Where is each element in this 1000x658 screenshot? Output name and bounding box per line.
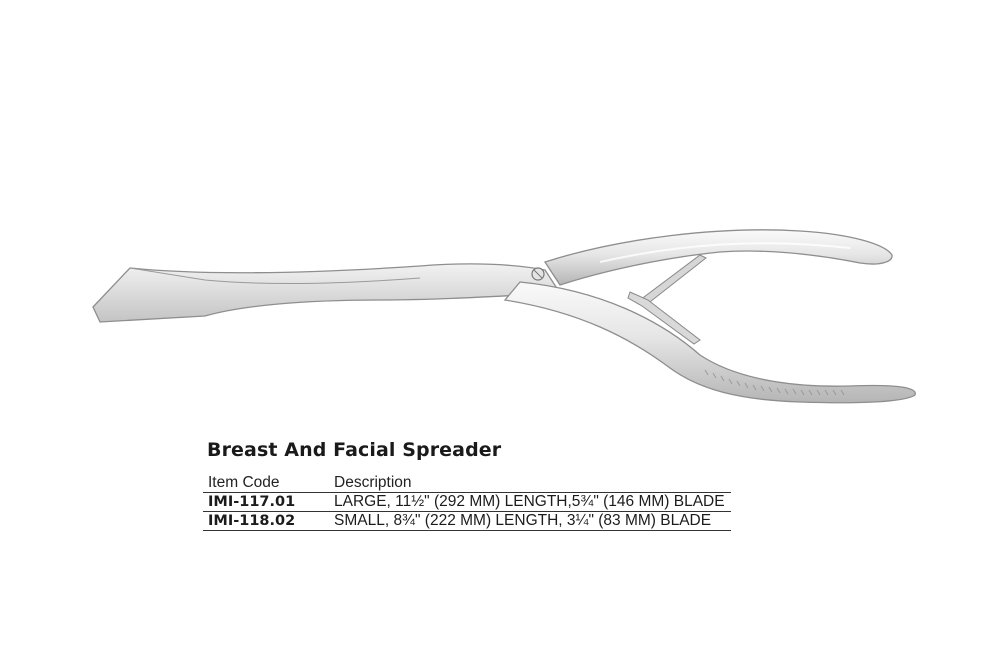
header-description: Description: [334, 474, 731, 493]
lower-handle: [503, 281, 916, 404]
header-item-code: Item Code: [203, 474, 334, 493]
spec-table: Item Code Description IMI-117.01 LARGE, …: [203, 474, 731, 531]
item-code: IMI-118.02: [203, 511, 334, 531]
item-description: LARGE, 11½" (292 MM) LENGTH,5¾" (146 MM)…: [334, 492, 731, 512]
spreader-instrument-image: [92, 229, 916, 404]
item-code: IMI-117.01: [203, 492, 334, 512]
upper-handle: [543, 229, 893, 286]
grip-serrations: [704, 369, 845, 396]
table-header-row: Item Code Description: [203, 474, 731, 493]
spreader-blade: [92, 263, 562, 323]
item-description: SMALL, 8¾" (222 MM) LENGTH, 3¼" (83 MM) …: [334, 511, 731, 531]
table-row: IMI-117.01 LARGE, 11½" (292 MM) LENGTH,5…: [203, 492, 731, 512]
table-row: IMI-118.02 SMALL, 8¾" (222 MM) LENGTH, 3…: [203, 511, 731, 531]
product-title: Breast And Facial Spreader: [207, 439, 502, 461]
